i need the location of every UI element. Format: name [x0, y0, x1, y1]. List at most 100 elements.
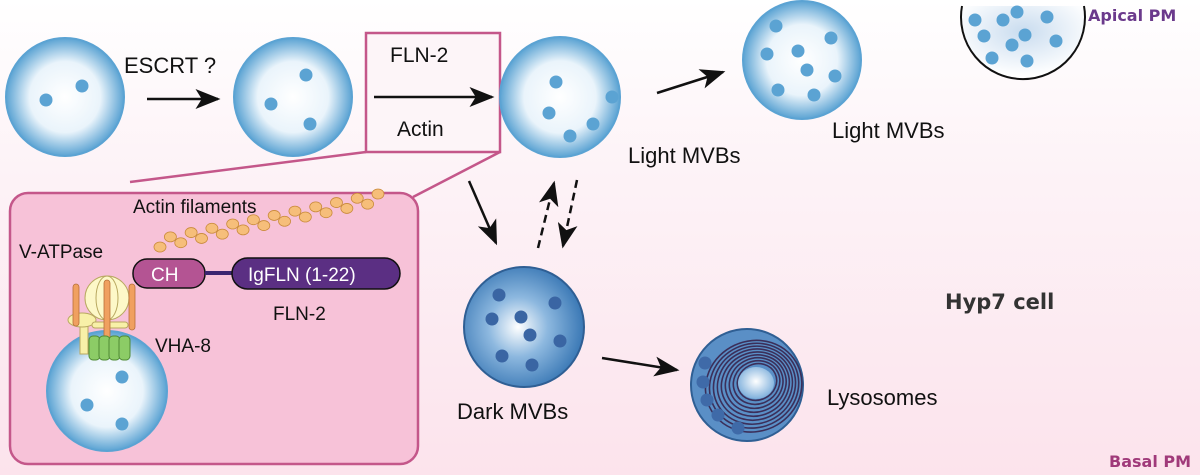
intraluminal-vesicle — [75, 79, 89, 93]
actin-monomer — [267, 210, 281, 221]
light-mvbs-label-1: Light MVBs — [628, 143, 741, 168]
lysosome-core — [738, 367, 774, 399]
early-vesicle-2 — [233, 37, 353, 157]
intraluminal-vesicle — [553, 334, 567, 348]
intraluminal-vesicle — [80, 398, 94, 412]
intraluminal-vesicle — [39, 93, 53, 107]
fln2-protein-label: FLN-2 — [273, 304, 326, 325]
actin-monomer — [371, 188, 385, 200]
actin-monomer — [298, 211, 312, 223]
intraluminal-vesicle — [828, 69, 842, 83]
intraluminal-vesicle — [760, 47, 774, 61]
intraluminal-vesicle — [696, 375, 710, 389]
intraluminal-vesicle — [1040, 10, 1054, 24]
intraluminal-vesicle — [605, 90, 619, 104]
lysosomes-label: Lysosomes — [827, 385, 937, 410]
actin-monomer — [195, 233, 208, 244]
membrane-whorl — [720, 351, 791, 418]
arrow-to-light-mvb-2 — [656, 69, 726, 95]
intraluminal-vesicle — [549, 75, 563, 89]
intraluminal-vesicle — [1049, 34, 1063, 48]
intraluminal-vesicle — [700, 393, 714, 407]
intraluminal-vesicle — [771, 83, 785, 97]
intraluminal-vesicle — [1005, 38, 1019, 52]
v-atpase-label: V-ATPase — [19, 242, 103, 263]
escrt-label: ESCRT ? — [124, 53, 216, 78]
actin-monomer — [309, 201, 323, 213]
intraluminal-vesicle — [495, 349, 509, 363]
lysosome — [690, 328, 804, 442]
intraluminal-vesicle — [485, 312, 499, 326]
intraluminal-vesicle — [264, 97, 278, 111]
intraluminal-vesicle — [1010, 5, 1024, 19]
actin-monomer — [174, 237, 188, 249]
dark-mvbs-label: Dark MVBs — [457, 399, 568, 424]
inset-panel: Actin filaments V-ATPase CH IgFLN (1-22)… — [8, 188, 420, 466]
intraluminal-vesicle — [548, 296, 562, 310]
membrane-whorl — [716, 348, 794, 421]
actin-monomer — [278, 215, 291, 227]
actin-filament — [153, 188, 385, 253]
membrane-whorl — [732, 359, 781, 406]
actin-filaments-label: Actin filaments — [133, 197, 257, 218]
light-mvb-1 — [499, 36, 621, 158]
intraluminal-vesicle — [1020, 54, 1034, 68]
membrane-whorl — [704, 339, 803, 433]
fln2-box-label: FLN-2 — [390, 44, 448, 67]
dashed-arrow-light-to-dark — [557, 179, 579, 249]
inset-connector-left — [129, 150, 367, 184]
actin-monomer — [288, 205, 302, 217]
intraluminal-vesicle — [492, 288, 506, 302]
igfln-domain — [231, 257, 401, 290]
vha8-label: VHA-8 — [155, 336, 211, 357]
light-mvbs-label-2: Light MVBs — [832, 118, 945, 143]
membrane-whorl — [712, 345, 797, 425]
intraluminal-vesicle — [115, 417, 129, 431]
inset-connector-right — [412, 150, 501, 199]
actin-monomer — [350, 192, 364, 204]
intraluminal-vesicle — [299, 68, 313, 82]
dark-mvb — [463, 266, 585, 388]
actin-monomer — [184, 227, 198, 238]
ch-domain-label: CH — [151, 265, 178, 286]
intraluminal-vesicle — [968, 13, 982, 27]
actin-monomer — [236, 224, 250, 236]
intraluminal-vesicle — [800, 63, 814, 77]
intraluminal-vesicle — [563, 129, 577, 143]
intraluminal-vesicle — [977, 29, 991, 43]
apical-pm-label: Apical PM — [1088, 6, 1176, 25]
actin-monomer — [247, 214, 260, 226]
dashed-arrow-dark-to-light — [536, 180, 559, 249]
membrane-whorl — [708, 342, 800, 429]
intraluminal-vesicle — [514, 310, 528, 324]
igfln-domain-label: IgFLN (1-22) — [248, 265, 356, 286]
actin-monomer — [319, 207, 333, 219]
intraluminal-vesicle — [586, 117, 600, 131]
intraluminal-vesicle — [824, 31, 838, 45]
intraluminal-vesicle — [115, 370, 129, 384]
intraluminal-vesicle — [985, 51, 999, 65]
intraluminal-vesicle — [523, 328, 537, 342]
light-mvb-2 — [742, 0, 862, 120]
actin-monomer — [257, 220, 271, 231]
actin-monomer — [163, 231, 177, 243]
arrow-to-dark-mvb — [467, 180, 498, 246]
intraluminal-vesicle — [996, 13, 1010, 27]
intraluminal-vesicle — [731, 421, 745, 435]
early-vesicle-1 — [5, 37, 125, 157]
intraluminal-vesicle — [769, 19, 783, 33]
actin-monomer — [153, 241, 167, 253]
intraluminal-vesicle — [542, 106, 556, 120]
membrane-whorl — [728, 357, 784, 410]
actin-monomer — [226, 218, 240, 230]
intraluminal-vesicle — [525, 358, 539, 372]
membrane-whorl — [736, 362, 778, 402]
v-atpase-complex — [67, 275, 136, 361]
intraluminal-vesicle — [303, 117, 317, 131]
intraluminal-vesicle — [711, 408, 725, 422]
actin-box-label: Actin — [397, 118, 444, 141]
arrow-to-lysosome — [601, 356, 680, 377]
basal-pm-label: Basal PM — [1109, 452, 1191, 471]
actin-monomer — [361, 198, 375, 210]
